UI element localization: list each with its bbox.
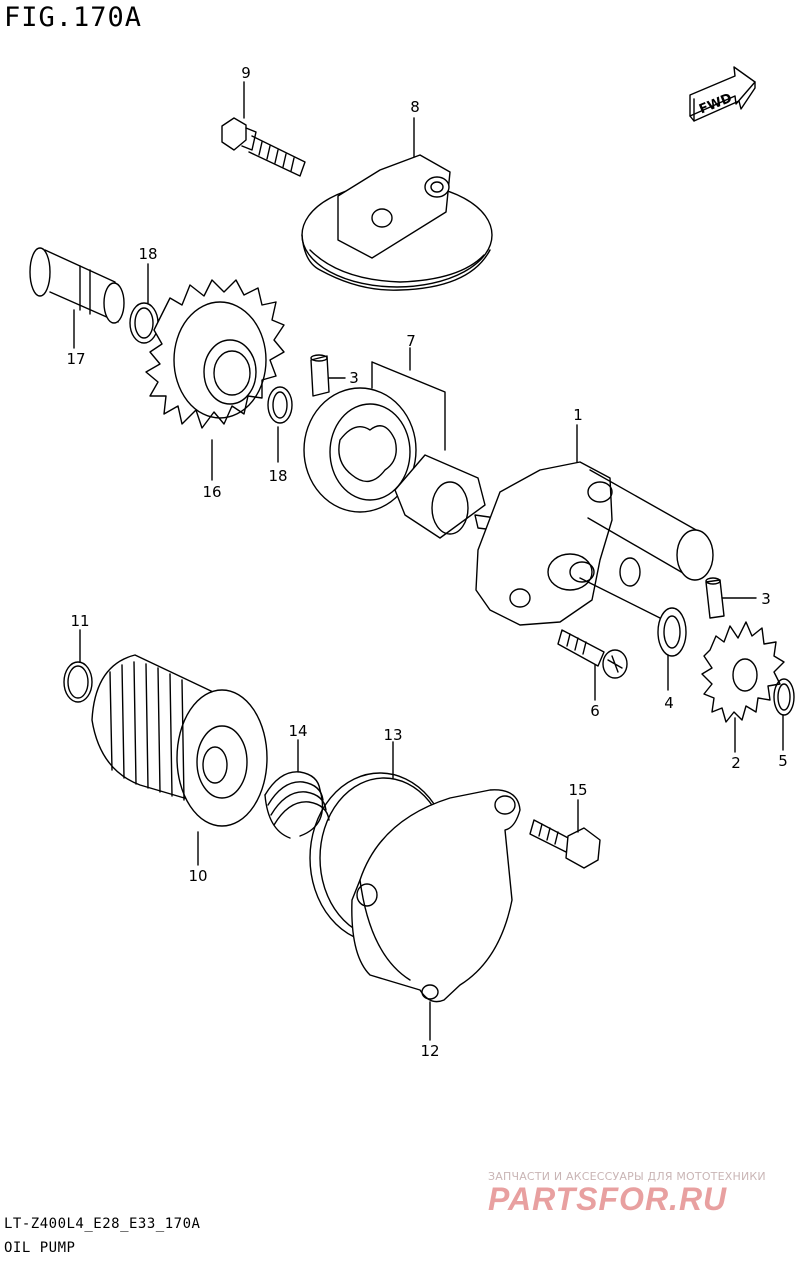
callout-4: 4 bbox=[664, 694, 674, 712]
part-6-screw bbox=[558, 630, 627, 700]
callout-18b: 18 bbox=[268, 467, 287, 485]
callout-1: 1 bbox=[573, 406, 583, 424]
part-12-filter-cap bbox=[352, 790, 520, 1040]
watermark-logo: PARTSFOR.RU bbox=[488, 1181, 727, 1216]
diagram-name: OIL PUMP bbox=[4, 1240, 76, 1256]
part-16-driven-gear bbox=[146, 280, 284, 480]
part-17-shaft bbox=[30, 248, 124, 348]
part-7-rotor-set bbox=[304, 348, 485, 538]
watermark-subtitle: ЗАПЧАСТИ И АКСЕССУАРЫ ДЛЯ МОТОТЕХНИКИ bbox=[488, 1170, 766, 1183]
figure-title: FIG.170A bbox=[4, 2, 143, 33]
callout-3a: 3 bbox=[349, 369, 359, 387]
part-4-washer bbox=[658, 608, 686, 690]
part-9-bolt bbox=[222, 82, 305, 176]
callout-10: 10 bbox=[188, 867, 207, 885]
part-2-drive-gear bbox=[702, 622, 784, 752]
callout-15: 15 bbox=[568, 781, 587, 799]
callout-13: 13 bbox=[383, 726, 402, 744]
callout-9: 9 bbox=[241, 64, 251, 82]
callout-7: 7 bbox=[406, 332, 416, 350]
part-8-strainer-cap bbox=[302, 118, 492, 290]
callout-16: 16 bbox=[202, 483, 221, 501]
part-18-circlip bbox=[130, 264, 158, 343]
callout-12: 12 bbox=[420, 1042, 439, 1060]
callout-14: 14 bbox=[288, 722, 307, 740]
part-3-pin-2 bbox=[706, 578, 756, 618]
part-18-circlip-2 bbox=[268, 387, 292, 462]
part-10-oil-filter bbox=[92, 655, 267, 865]
callout-8: 8 bbox=[410, 98, 420, 116]
callout-3b: 3 bbox=[761, 590, 771, 608]
callout-18a: 18 bbox=[138, 245, 157, 263]
part-3-pin bbox=[311, 355, 345, 396]
fwd-arrow-icon: FWD bbox=[690, 67, 755, 121]
part-14-spring bbox=[265, 740, 329, 838]
part-1-pump-body bbox=[475, 425, 713, 625]
callout-6: 6 bbox=[590, 702, 600, 720]
callout-5: 5 bbox=[778, 752, 788, 770]
callout-17: 17 bbox=[66, 350, 85, 368]
watermark-logo-text: PARTSFOR.RU bbox=[488, 1181, 727, 1216]
callout-11: 11 bbox=[70, 612, 89, 630]
model-code: LT-Z400L4_E28_E33_170A bbox=[4, 1216, 201, 1232]
callout-2: 2 bbox=[731, 754, 741, 772]
part-5-circlip bbox=[774, 679, 794, 750]
part-11-o-ring bbox=[64, 630, 92, 702]
part-15-bolt bbox=[530, 800, 600, 868]
